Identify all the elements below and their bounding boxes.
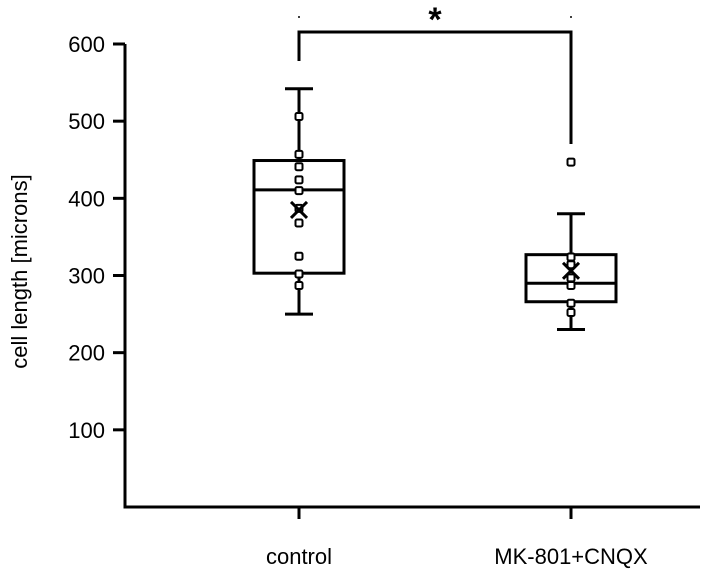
data-point: [566, 252, 576, 262]
data-point: [294, 162, 304, 172]
x-category-label: MK-801+CNQX: [494, 544, 648, 569]
y-tick-label: 300: [68, 264, 105, 289]
data-point: [566, 260, 576, 270]
data-point: [294, 281, 304, 291]
mean-marker-stroke: [289, 200, 309, 219]
y-tick-label: 600: [68, 32, 105, 57]
box-group-0: control: [252, 87, 346, 569]
data-point: [294, 251, 304, 261]
data-point: [294, 186, 304, 196]
data-point: [566, 281, 576, 291]
data-point: [294, 175, 304, 185]
data-point: [566, 308, 576, 318]
y-ticks: 100 200 300 400 500 600: [68, 32, 125, 443]
y-tick-label: 100: [68, 418, 105, 443]
y-axis-title: cell length [microns]: [7, 174, 32, 368]
significance-bracket: *: [297, 1, 573, 144]
data-point: [294, 218, 304, 228]
y-tick-label: 200: [68, 341, 105, 366]
significance-star: *: [428, 1, 442, 39]
data-point: [566, 298, 576, 308]
axes: [123, 44, 700, 509]
data-point: [294, 149, 304, 159]
mean-marker: [289, 200, 309, 219]
data-point: [294, 269, 304, 279]
x-category-label: control: [266, 544, 332, 569]
y-tick-label: 500: [68, 109, 105, 134]
mean-marker-stroke: [561, 261, 581, 280]
data-point: [566, 157, 576, 167]
y-tick-label: 400: [68, 186, 105, 211]
data-point: [294, 112, 304, 122]
mean-marker: [561, 261, 581, 280]
bracket-line: [297, 30, 573, 144]
box-group-1: MK-801+CNQX: [494, 157, 648, 569]
box-groups: control MK-801+CNQX: [252, 87, 648, 569]
